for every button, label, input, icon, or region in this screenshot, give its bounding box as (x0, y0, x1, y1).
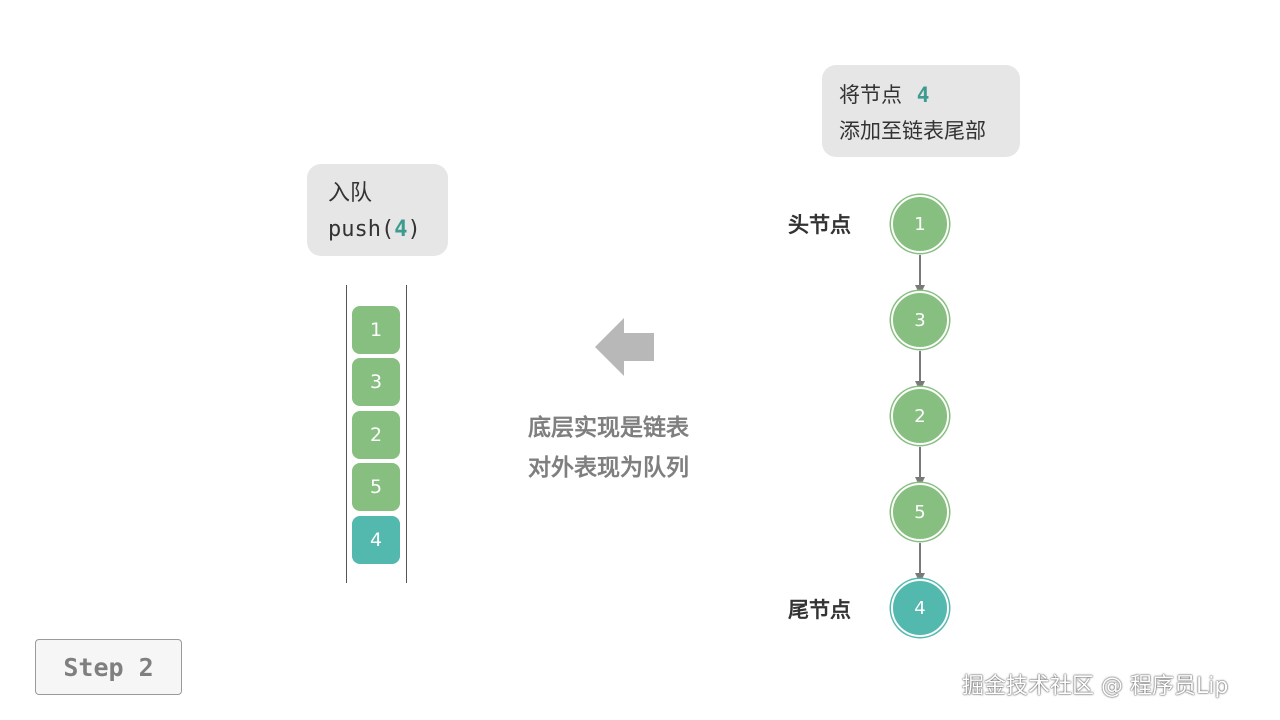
queue-item-value: 4 (369, 529, 383, 551)
info-bubble-line2: 添加至链表尾部 (839, 119, 986, 143)
list-node-value: 4 (914, 597, 926, 619)
list-node-value: 3 (914, 309, 926, 331)
queue-item-value: 5 (369, 476, 383, 498)
list-node: 2 (891, 387, 949, 445)
middle-caption-line1: 底层实现是链表 (528, 415, 689, 441)
list-node: 3 (891, 291, 949, 349)
push-bubble: 入队 push(4) (307, 164, 448, 256)
queue-item: 1 (352, 306, 400, 354)
step-indicator: Step 2 (35, 639, 182, 695)
list-node: 5 (891, 483, 949, 541)
middle-caption: 底层实现是链表 对外表现为队列 (528, 408, 728, 488)
info-bubble: 将节点 4 添加至链表尾部 (822, 65, 1020, 157)
queue-right-wall (406, 285, 407, 583)
list-node: 1 (891, 195, 949, 253)
list-node-value: 1 (914, 213, 926, 235)
queue-left-wall (346, 285, 347, 583)
watermark: 掘金技术社区 @ 程序员Lip (962, 674, 1229, 699)
info-bubble-value: 4 (916, 83, 930, 107)
left-arrow-icon (595, 318, 654, 376)
push-call: push(4) (328, 212, 448, 248)
list-node: 4 (891, 579, 949, 637)
queue-item: 2 (352, 411, 400, 459)
push-bubble-title: 入队 (328, 181, 373, 206)
tail-node-label: 尾节点 (788, 598, 851, 622)
info-bubble-prefix: 将节点 (839, 83, 909, 107)
push-call-suffix: ) (407, 217, 421, 242)
middle-caption-line2: 对外表现为队列 (528, 455, 689, 481)
step-label: Step 2 (63, 652, 154, 682)
info-bubble-line1: 将节点 4 (839, 77, 1020, 113)
push-call-prefix: push( (328, 217, 395, 242)
push-call-arg: 4 (394, 217, 408, 242)
queue-item-value: 1 (369, 319, 383, 341)
list-node-value: 5 (914, 501, 926, 523)
queue-item-value: 3 (369, 371, 383, 393)
queue-item: 4 (352, 516, 400, 564)
queue-item: 5 (352, 463, 400, 511)
queue-item: 3 (352, 358, 400, 406)
list-node-value: 2 (914, 405, 926, 427)
queue-item-value: 2 (369, 424, 383, 446)
head-node-label: 头节点 (788, 213, 851, 237)
